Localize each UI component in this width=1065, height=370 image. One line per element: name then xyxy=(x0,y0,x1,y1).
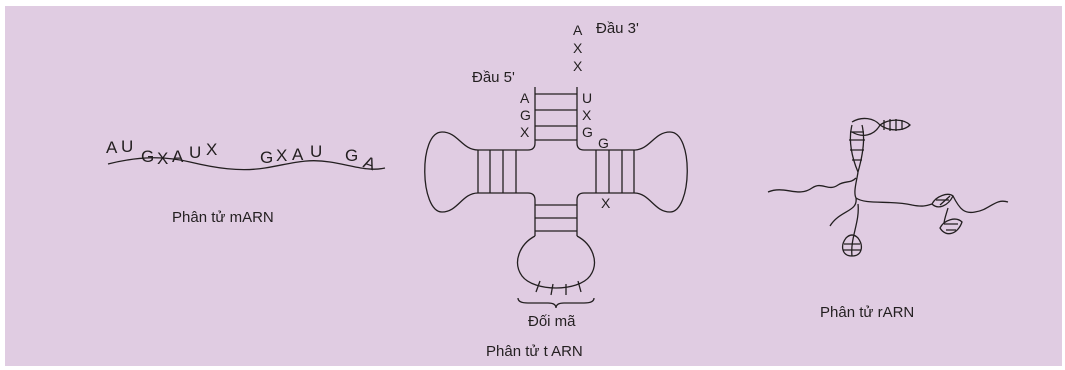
diagram-panel xyxy=(5,6,1062,366)
mrna-nt-4: X xyxy=(157,149,168,168)
trna-acceptor-stem xyxy=(534,87,578,143)
anticodon-label: Đối mã xyxy=(528,313,576,330)
trna-right-arm-top-nt: G xyxy=(598,135,609,151)
mrna-nt-9: X xyxy=(276,146,287,165)
trna-anticodon-loop xyxy=(517,235,595,289)
trna-acceptor-right-2: X xyxy=(582,107,592,123)
mrna-molecule: A U G X A U X G X A U G A Phân tử mARN xyxy=(106,137,386,226)
trna-acceptor-left-2: G xyxy=(520,107,531,123)
rrna-label: Phân tử rARN xyxy=(820,304,914,321)
anticodon-brace xyxy=(517,297,595,309)
trna-tail-nt-2: X xyxy=(573,40,583,56)
rrna-strand xyxy=(767,171,1009,257)
trna-acceptor-right-3: G xyxy=(582,124,593,140)
trna-acceptor-left-3: X xyxy=(520,124,530,140)
mrna-nt-6: U xyxy=(189,143,201,162)
trna-d-loop xyxy=(424,131,479,213)
mrna-nt-12: G xyxy=(345,146,358,165)
mrna-nt-3: G xyxy=(141,147,154,166)
trna-molecule: Đầu 3' Đầu 5' A X X A G X U X G G X xyxy=(424,20,688,360)
rrna-helix-vertical xyxy=(849,124,865,173)
mrna-label: Phân tử mARN xyxy=(172,209,274,226)
trna-acceptor-right-1: U xyxy=(582,90,592,106)
trna-t-loop xyxy=(633,131,688,213)
mrna-strand xyxy=(107,157,386,171)
mrna-nt-2: U xyxy=(121,137,133,156)
trna-t-arm xyxy=(595,131,688,213)
rrna-helix-top xyxy=(851,117,911,136)
mrna-nt-13: A xyxy=(361,152,379,174)
rrna-molecule: Phân tử rARN xyxy=(767,117,1009,321)
trna-tail-nt-1: A xyxy=(573,22,583,38)
trna-label: Phân tử t ARN xyxy=(486,343,583,360)
mrna-nt-1: A xyxy=(106,138,118,157)
rrna-helix-right xyxy=(931,193,963,235)
trna-5prime-label: Đầu 5' xyxy=(472,69,515,86)
trna-d-arm xyxy=(424,131,517,213)
mrna-nt-7: X xyxy=(206,140,217,159)
trna-3prime-label: Đầu 3' xyxy=(596,20,639,37)
trna-tail-nt-3: X xyxy=(573,58,583,74)
mrna-nt-8: G xyxy=(260,148,273,167)
trna-acceptor-left-1: A xyxy=(520,90,530,106)
mrna-nt-10: A xyxy=(292,145,304,164)
trna-anticodon-arm xyxy=(517,204,595,309)
trna-backbone xyxy=(478,142,634,236)
mrna-nt-11: U xyxy=(310,142,322,161)
mrna-nt-5: A xyxy=(172,147,184,166)
rrna-helix-bottom xyxy=(841,234,863,257)
trna-right-arm-bottom-nt: X xyxy=(601,195,611,211)
